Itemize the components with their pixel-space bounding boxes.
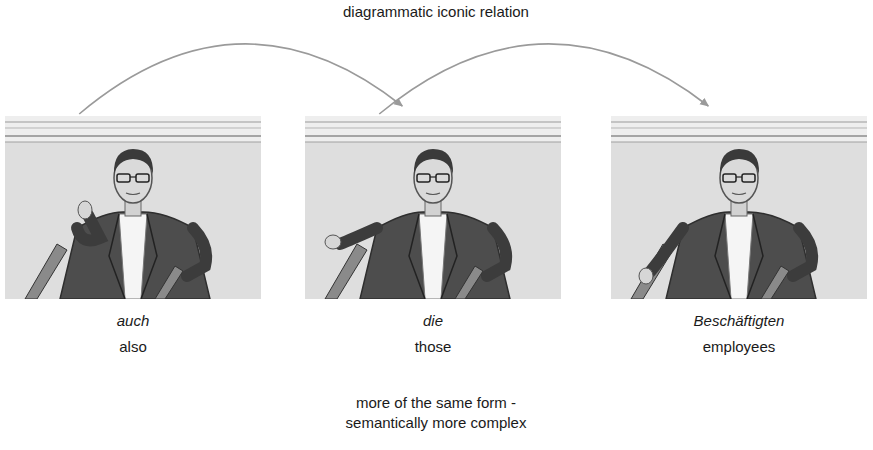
- english-gloss: employees: [611, 338, 867, 356]
- german-word: auch: [5, 312, 261, 330]
- diagram-title: diagrammatic iconic relation: [236, 3, 636, 21]
- photo-frame: auch also: [5, 116, 261, 356]
- english-gloss: those: [305, 338, 561, 356]
- photo-frame: die those: [305, 116, 561, 356]
- curved-arrow: [379, 44, 708, 114]
- english-gloss: also: [5, 338, 261, 356]
- curved-arrow: [79, 44, 402, 114]
- photo-frame: Beschäftigten employees: [611, 116, 867, 356]
- german-word: Beschäftigten: [611, 312, 867, 330]
- note-label: more of the same form - semantically mor…: [326, 393, 546, 433]
- german-word: die: [305, 312, 561, 330]
